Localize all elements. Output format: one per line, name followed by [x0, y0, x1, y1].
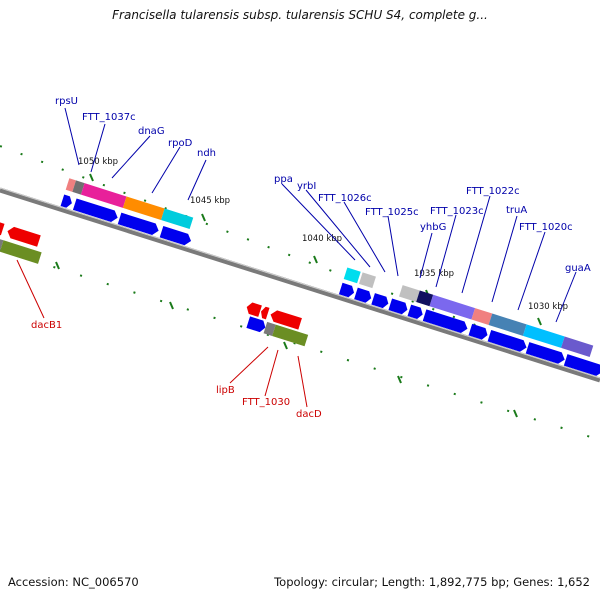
gene-label-ppa: ppa — [274, 174, 293, 185]
reverse-leaders — [16, 259, 308, 408]
gene-label-rpsU: rpsU — [55, 96, 78, 107]
feature-rpsU — [65, 178, 77, 192]
feature-FTT_1030 — [263, 321, 276, 337]
reverse-features — [0, 222, 309, 347]
gene-label-FTT_1026c: FTT_1026c — [318, 193, 372, 204]
svg-text:1045 kbp: 1045 kbp — [190, 196, 230, 206]
gene-label-rpoD: rpoD — [168, 138, 193, 149]
feature-rpoD — [122, 196, 165, 220]
genome-backbone — [0, 187, 600, 383]
gene-label-yhbG: yhbG — [420, 222, 446, 233]
gene-label-FTT_1030: FTT_1030 — [242, 397, 290, 408]
forward-leaders — [64, 107, 577, 323]
gene-label-yrbI: yrbI — [297, 181, 316, 192]
gene-label-guaA: guaA — [565, 263, 591, 274]
gene-label-FTT_1022c: FTT_1022c — [466, 186, 520, 197]
reverse-gene-labels: dacB1 lipB FTT_1030 dacD — [31, 320, 322, 420]
forward-gene-labels: rpsU FTT_1037c dnaG rpoD ndh ppa yrbI FT… — [55, 96, 591, 274]
gene-label-FTT_1023c: FTT_1023c — [430, 206, 484, 217]
feature-guaA — [522, 324, 565, 348]
feature-dacD — [272, 324, 309, 347]
feature-FTT_1022c — [429, 294, 476, 320]
map-title: Francisella tularensis subsp. tularensis… — [112, 8, 488, 22]
svg-text:1040 kbp: 1040 kbp — [302, 234, 342, 244]
gene-label-dacD: dacD — [296, 409, 322, 420]
forward-features — [65, 178, 594, 358]
gene-label-dacB1: dacB1 — [31, 320, 62, 331]
gene-label-FTT_1025c: FTT_1025c — [365, 207, 419, 218]
svg-text:1050 kbp: 1050 kbp — [78, 157, 118, 167]
feature-next — [561, 336, 594, 358]
gene-label-dnaG: dnaG — [138, 126, 165, 137]
feature-dnaG — [80, 183, 127, 208]
feature-FTT_1037c — [72, 180, 85, 195]
gene-label-truA: truA — [506, 205, 527, 216]
feature-ppa — [343, 267, 361, 284]
feature-yhbG — [399, 285, 420, 302]
gene-label-FTT_1020c: FTT_1020c — [519, 222, 573, 233]
gene-label-FTT_1037c: FTT_1037c — [82, 112, 136, 123]
gene-label-lipB: lipB — [216, 385, 235, 396]
genome-summary-text: Topology: circular; Length: 1,892,775 bp… — [274, 575, 590, 589]
feature-ndh — [161, 208, 194, 230]
svg-text:1035 kbp: 1035 kbp — [414, 269, 454, 279]
gene-label-ndh: ndh — [197, 148, 216, 159]
feature-FTT_1023c — [416, 290, 434, 307]
kbp-labels: 1050 kbp 1045 kbp 1040 kbp 1035 kbp 1030… — [78, 157, 568, 312]
feature-FTT_1020c — [488, 313, 527, 336]
feature-truA — [471, 308, 493, 325]
forward-cds-arrows — [60, 194, 600, 376]
feature-yrbI — [358, 272, 376, 289]
genome-backbone-highlight — [0, 187, 600, 379]
accession-text: Accession: NC_006570 — [8, 575, 139, 589]
svg-text:1030 kbp: 1030 kbp — [528, 302, 568, 312]
